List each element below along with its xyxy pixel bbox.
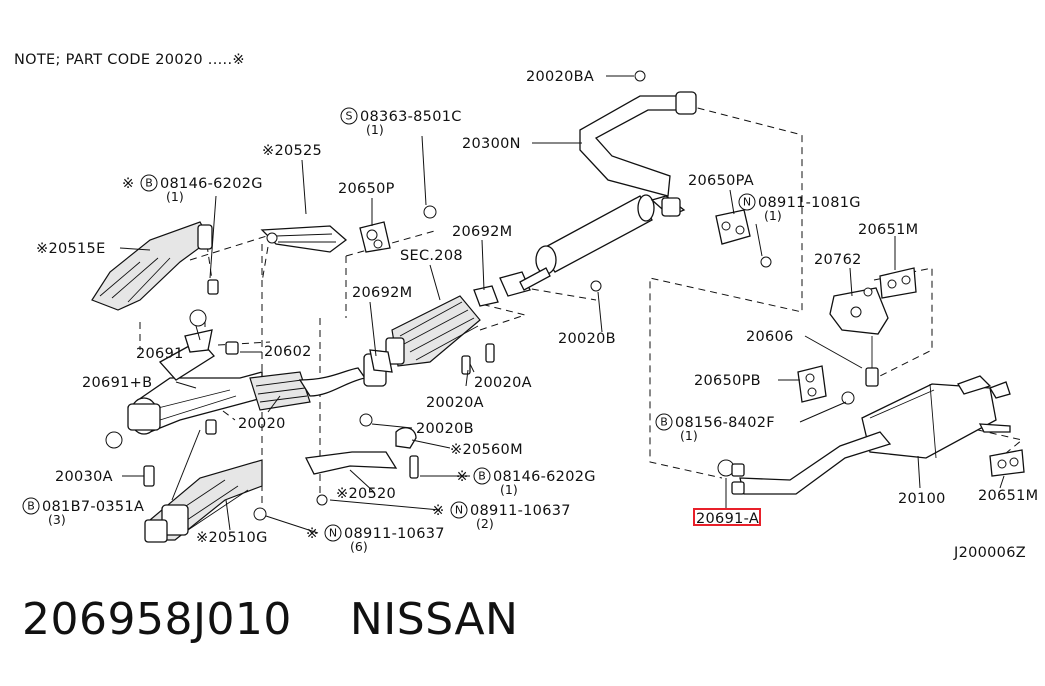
rubber-mount-20650pa xyxy=(715,209,772,268)
marker-n-08911-1081g xyxy=(738,193,756,211)
label-20525[interactable]: ※20525 xyxy=(262,143,322,159)
mounting-bracket-20650p xyxy=(359,205,437,253)
label-star-08146-lower: ※ xyxy=(456,469,468,485)
label-star-08146-upper: ※ xyxy=(122,176,134,192)
label-20606[interactable]: 20606 xyxy=(746,329,794,345)
leader-lines xyxy=(119,75,1005,534)
rear-bracket-20762 xyxy=(829,287,889,387)
marker-n-text: N xyxy=(743,196,751,209)
label-20692m-lower[interactable]: 20692M xyxy=(352,285,412,301)
label-20100[interactable]: 20100 xyxy=(898,491,946,507)
marker-b-08146-upper xyxy=(140,174,158,192)
marker-b-text: B xyxy=(27,500,35,513)
label-20515e[interactable]: ※20515E xyxy=(36,241,106,257)
label-081b7-qty: (3) xyxy=(48,512,66,527)
label-08911-10637-lower[interactable]: 08911-10637 xyxy=(344,526,445,542)
marker-n-text: N xyxy=(329,527,337,540)
marker-n-08911-10637-lower xyxy=(324,524,342,542)
label-08363-qty: (1) xyxy=(366,122,384,137)
lower-heat-insulator-20520 xyxy=(305,427,419,506)
part-labels: NOTE; PART CODE 20020 .....※ 20020BA 203… xyxy=(14,52,1038,561)
gaskets-center xyxy=(359,271,602,427)
label-20762[interactable]: 20762 xyxy=(814,252,862,268)
small-fasteners xyxy=(143,279,495,521)
label-08156-8402f[interactable]: 08156-8402F xyxy=(675,415,775,431)
label-sec-208[interactable]: SEC.208 xyxy=(400,248,463,264)
label-20520[interactable]: ※20520 xyxy=(336,486,396,502)
marker-b-08146-lower xyxy=(473,467,491,485)
marker-s-text: S xyxy=(346,110,353,123)
label-08146-6202g-lower[interactable]: 08146-6202G xyxy=(493,469,596,485)
label-081b7-0351a[interactable]: 081B7-0351A xyxy=(42,499,144,515)
label-20692m-upper[interactable]: 20692M xyxy=(452,224,512,240)
label-08911-10637-upper[interactable]: 08911-10637 xyxy=(470,503,571,519)
marker-s-08363 xyxy=(340,107,358,125)
label-08146-upper-qty: (1) xyxy=(166,189,184,204)
label-08911-10637-lower-qty: (6) xyxy=(350,539,368,554)
label-20300n[interactable]: 20300N xyxy=(462,136,521,152)
front-heat-insulator xyxy=(260,225,348,253)
label-20650pb[interactable]: 20650PB xyxy=(694,373,761,389)
label-08146-lower-qty: (1) xyxy=(500,482,518,497)
caption-separator xyxy=(292,594,350,645)
label-star-08911-upper: ※ xyxy=(432,503,444,519)
label-20030a[interactable]: 20030A xyxy=(55,469,113,485)
marker-b-08156 xyxy=(655,413,673,431)
exhaust-manifold-left xyxy=(91,221,213,311)
label-20020a-left[interactable]: 20020A xyxy=(426,395,484,411)
label-20651m-lower[interactable]: 20651M xyxy=(978,488,1038,504)
label-star-08911-lower: ※ xyxy=(306,526,318,542)
label-20651m-upper[interactable]: 20651M xyxy=(858,222,918,238)
catalyst-lower-manifold xyxy=(144,459,263,543)
label-20510g[interactable]: ※20510G xyxy=(196,530,268,546)
label-20560m[interactable]: ※20560M xyxy=(450,442,523,458)
label-20020b-lower[interactable]: 20020B xyxy=(416,421,474,437)
label-08363-8501c[interactable]: 08363-8501C xyxy=(360,109,462,125)
caption-part-number: 206958J010 xyxy=(22,594,292,645)
label-20691-b[interactable]: 20691+B xyxy=(82,375,152,391)
label-08146-6202g-upper[interactable]: 08146-6202G xyxy=(160,176,263,192)
center-catalyst-sec208 xyxy=(385,295,481,367)
caption-brand: NISSAN xyxy=(349,594,519,645)
note-text: NOTE; PART CODE 20020 .....※ xyxy=(14,52,245,68)
label-20020ba[interactable]: 20020BA xyxy=(526,69,594,85)
label-20020b-upper[interactable]: 20020B xyxy=(558,331,616,347)
label-20691-a-highlighted[interactable]: 20691-A xyxy=(696,511,759,527)
rubber-mounts-rear xyxy=(797,267,1025,477)
catalytic-converter-front xyxy=(249,353,387,411)
rear-muffler-20100 xyxy=(717,375,1011,495)
marker-b-text: B xyxy=(478,470,486,483)
label-20650pa[interactable]: 20650PA xyxy=(688,173,754,189)
marker-b-081b7 xyxy=(22,497,40,515)
center-muffler-pipe-20300n xyxy=(519,70,697,291)
label-20020a-right[interactable]: 20020A xyxy=(474,375,532,391)
marker-n-text: N xyxy=(455,504,463,517)
marker-b-text: B xyxy=(145,177,153,190)
marker-b-text: B xyxy=(660,416,668,429)
marker-n-08911-10637-upper xyxy=(450,501,468,519)
label-20020[interactable]: 20020 xyxy=(238,416,286,432)
caption: 206958J010 NISSAN xyxy=(22,594,518,645)
highlight-box xyxy=(693,508,761,526)
label-08911-1081g[interactable]: 08911-1081G xyxy=(758,195,861,211)
figure-code: J200006Z xyxy=(953,545,1026,561)
label-08156-qty: (1) xyxy=(680,428,698,443)
label-08911-10637-upper-qty: (2) xyxy=(476,516,494,531)
label-20691[interactable]: 20691 xyxy=(136,346,184,362)
label-20602[interactable]: 20602 xyxy=(264,344,312,360)
label-20650p[interactable]: 20650P xyxy=(338,181,395,197)
reference-markers: S B N B B B N N xyxy=(22,107,756,542)
label-08911-1081g-qty: (1) xyxy=(764,208,782,223)
